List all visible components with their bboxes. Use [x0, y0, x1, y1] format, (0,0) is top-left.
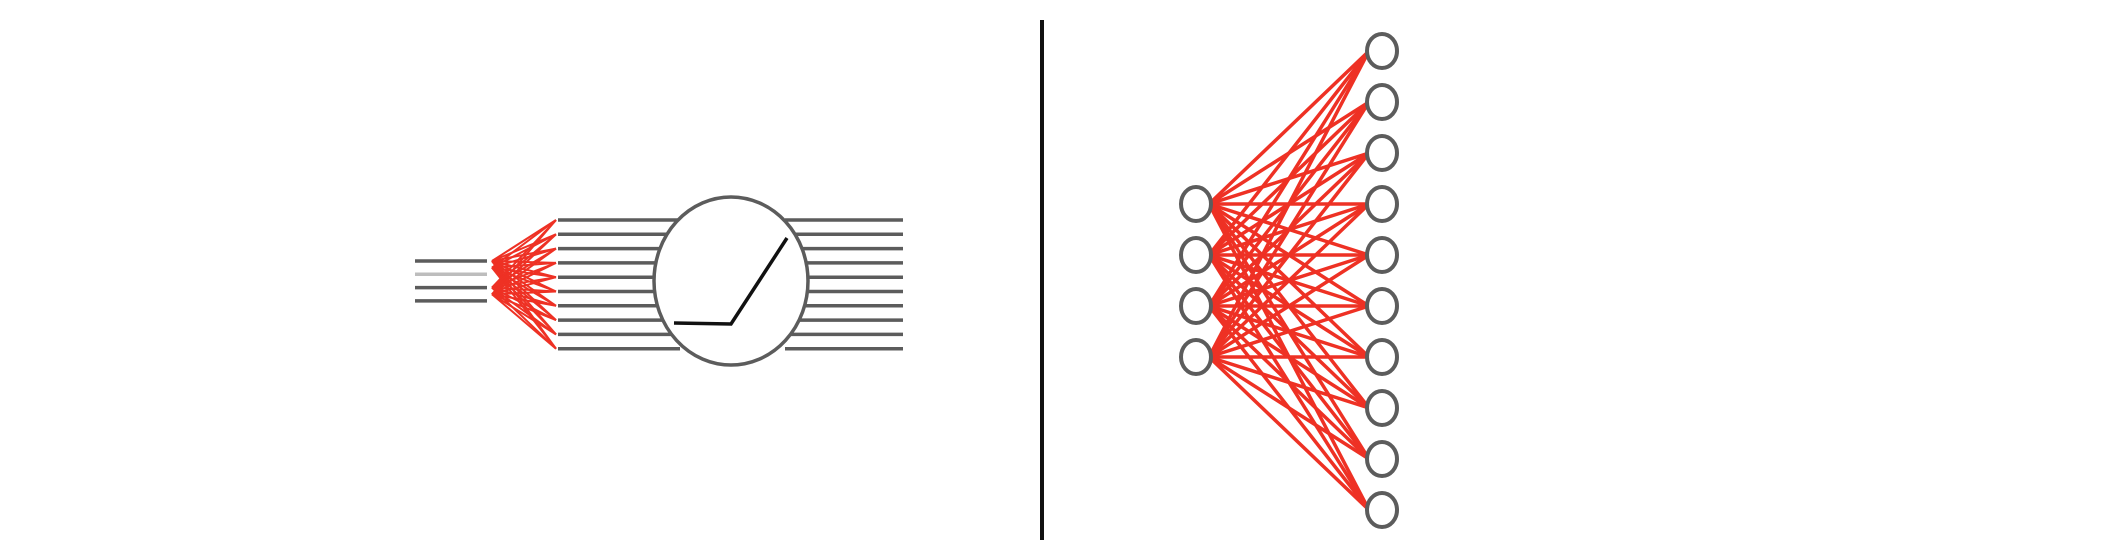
input-mixing-lines	[491, 219, 557, 350]
connection-line	[1207, 50, 1371, 358]
mix-line	[491, 247, 557, 296]
connection-line	[1208, 355, 1370, 410]
neuron-body	[652, 195, 810, 367]
layer-view	[1179, 32, 1399, 529]
output-node	[1365, 83, 1399, 121]
output-node	[1365, 185, 1399, 223]
connection-line	[1208, 355, 1370, 461]
mix-line	[491, 219, 557, 269]
mix-line	[491, 276, 557, 296]
input-node	[1179, 338, 1213, 376]
connection-line	[1208, 253, 1370, 359]
output-nodes	[1365, 32, 1399, 529]
mix-line	[491, 293, 557, 307]
output-node	[1365, 338, 1399, 376]
mix-line	[491, 290, 557, 296]
mix-line	[491, 293, 557, 336]
input-node	[1179, 236, 1213, 274]
single-neuron-view	[415, 195, 903, 367]
input-nodes	[1179, 185, 1213, 376]
output-node	[1365, 134, 1399, 172]
input-node	[1179, 287, 1213, 325]
connection-line	[1207, 49, 1371, 206]
output-node	[1365, 389, 1399, 427]
mix-line	[491, 219, 557, 295]
connection-line	[1208, 304, 1370, 359]
output-node	[1365, 236, 1399, 274]
mix-line	[491, 233, 557, 295]
connection-line	[1207, 49, 1371, 257]
input-node	[1179, 185, 1213, 223]
connection-line	[1207, 50, 1371, 307]
output-node	[1365, 440, 1399, 478]
mix-line	[491, 233, 557, 269]
relu-activation-curve	[673, 237, 789, 326]
mix-line	[491, 293, 557, 350]
input-wires	[415, 259, 487, 303]
connection-lines	[1207, 49, 1371, 512]
connection-line	[1207, 151, 1371, 359]
output-node	[1365, 287, 1399, 325]
connection-line	[1207, 355, 1371, 512]
connection-line	[1207, 101, 1371, 358]
output-node	[1365, 32, 1399, 70]
mix-line	[491, 293, 557, 322]
mix-line	[491, 262, 557, 296]
output-node	[1365, 491, 1399, 529]
connection-line	[1207, 202, 1371, 359]
